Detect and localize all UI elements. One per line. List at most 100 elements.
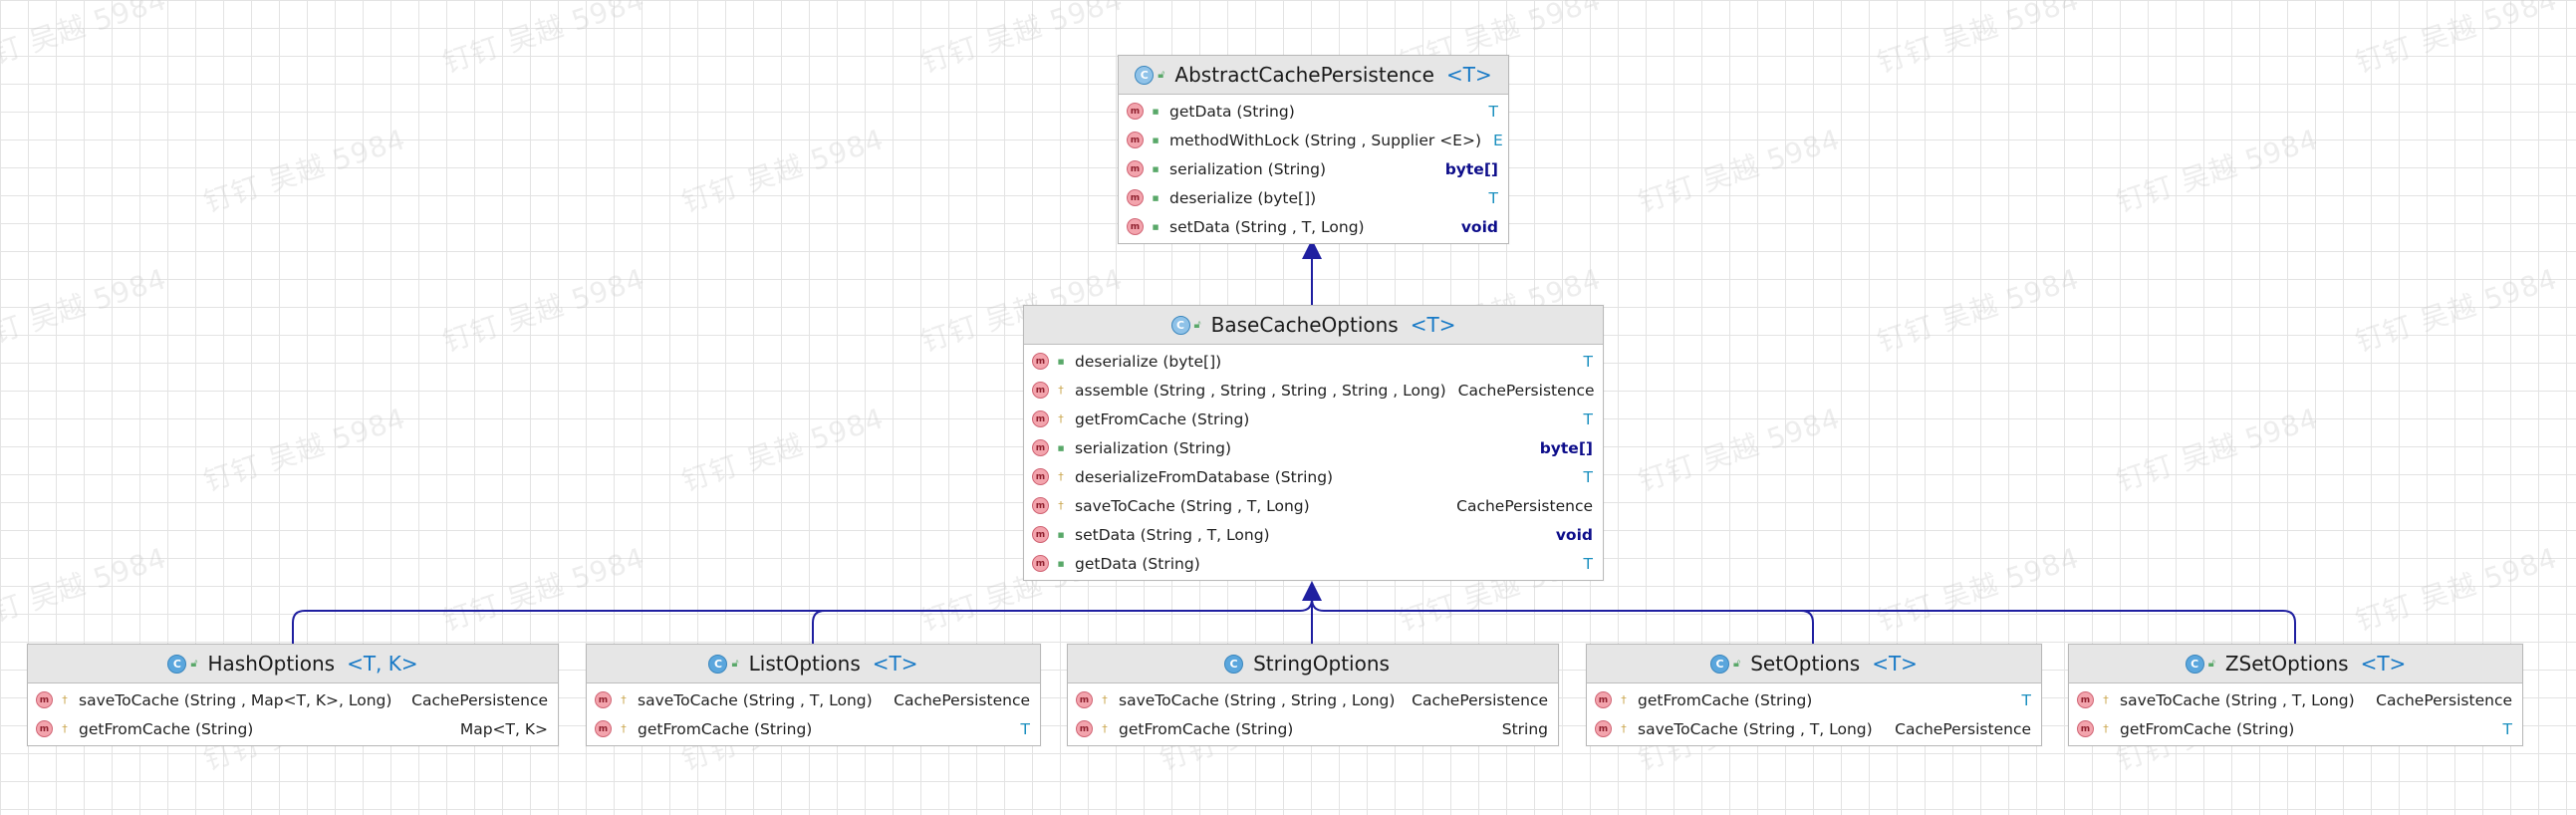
method-row[interactable]: m†saveToCache (String , T, Long)CachePer… bbox=[1024, 491, 1603, 520]
method-icon: m bbox=[1595, 691, 1612, 708]
method-row[interactable]: m■getData (String)T bbox=[1119, 97, 1508, 126]
method-row[interactable]: m†assemble (String , String , String , S… bbox=[1024, 376, 1603, 405]
method-row[interactable]: m†getFromCache (String)T bbox=[1024, 405, 1603, 433]
method-signature: getData (String) bbox=[1075, 554, 1200, 573]
method-return-type: T bbox=[1488, 102, 1498, 121]
method-return-type: T bbox=[1488, 188, 1498, 207]
methods-list: m†saveToCache (String , String , Long)Ca… bbox=[1068, 683, 1558, 745]
method-return-type: T bbox=[1583, 352, 1593, 371]
protected-visibility-icon: † bbox=[1102, 693, 1108, 706]
method-signature: deserialize (byte[]) bbox=[1075, 352, 1222, 371]
class-icon: C bbox=[708, 654, 728, 674]
method-row[interactable]: m†getFromCache (String)String bbox=[1068, 714, 1558, 743]
method-icon: m bbox=[1127, 218, 1144, 235]
method-return-type: CachePersistence bbox=[2376, 690, 2512, 709]
method-row[interactable]: m■methodWithLock (String , Supplier <E>)… bbox=[1119, 126, 1508, 154]
protected-visibility-icon: † bbox=[1102, 722, 1108, 735]
method-icon: m bbox=[2077, 691, 2094, 708]
class-zset-options[interactable]: C 🔓︎ ZSetOptions <T> m†saveToCache (Stri… bbox=[2068, 644, 2523, 746]
method-icon: m bbox=[1032, 439, 1049, 456]
method-row[interactable]: m†deserializeFromDatabase (String)T bbox=[1024, 462, 1603, 491]
method-icon: m bbox=[1127, 132, 1144, 148]
protected-visibility-icon: † bbox=[1058, 470, 1064, 483]
method-icon: m bbox=[1076, 691, 1093, 708]
abstract-class-icon: C bbox=[1135, 65, 1155, 85]
method-signature: serialization (String) bbox=[1169, 159, 1327, 178]
method-signature: getFromCache (String) bbox=[1119, 719, 1294, 738]
method-icon: m bbox=[1032, 526, 1049, 543]
method-signature: setData (String , T, Long) bbox=[1075, 525, 1270, 544]
method-signature: saveToCache (String , T, Long) bbox=[2120, 690, 2355, 709]
class-name: AbstractCachePersistence bbox=[1174, 63, 1434, 87]
method-row[interactable]: m†saveToCache (String , String , Long)Ca… bbox=[1068, 685, 1558, 714]
methods-list: m†saveToCache (String , Map<T, K>, Long)… bbox=[28, 683, 558, 745]
method-row[interactable]: m■deserialize (byte[])T bbox=[1119, 183, 1508, 212]
method-row[interactable]: m■deserialize (byte[])T bbox=[1024, 347, 1603, 376]
method-icon: m bbox=[1032, 555, 1049, 572]
method-row[interactable]: m■setData (String , T, Long)void bbox=[1024, 520, 1603, 549]
method-icon: m bbox=[595, 691, 612, 708]
class-base-cache-options[interactable]: C 🔓︎ BaseCacheOptions <T> m■deserialize … bbox=[1023, 305, 1604, 581]
method-return-type: T bbox=[1583, 554, 1593, 573]
method-return-type: String bbox=[1501, 719, 1548, 738]
method-row[interactable]: m†saveToCache (String , T, Long)CachePer… bbox=[2069, 685, 2522, 714]
method-icon: m bbox=[1127, 103, 1144, 120]
method-row[interactable]: m■setData (String , T, Long)void bbox=[1119, 212, 1508, 241]
type-params: <T> bbox=[1445, 63, 1492, 87]
method-icon: m bbox=[1032, 382, 1049, 399]
method-row[interactable]: m†getFromCache (String)T bbox=[587, 714, 1040, 743]
method-signature: getFromCache (String) bbox=[79, 719, 254, 738]
type-params: <T> bbox=[1872, 652, 1918, 676]
class-icon: C bbox=[1224, 654, 1244, 674]
type-params: <T> bbox=[2360, 652, 2407, 676]
class-header: C 🔓︎ AbstractCachePersistence <T> bbox=[1119, 56, 1508, 95]
method-row[interactable]: m†getFromCache (String)Map<T, K> bbox=[28, 714, 558, 743]
method-row[interactable]: m†saveToCache (String , T, Long)CachePer… bbox=[1587, 714, 2041, 743]
method-icon: m bbox=[1032, 410, 1049, 427]
method-signature: methodWithLock (String , Supplier <E>) bbox=[1169, 131, 1482, 149]
method-return-type: Map<T, K> bbox=[459, 719, 548, 738]
class-string-options[interactable]: C StringOptions m † saveToCache (String , … bbox=[1067, 644, 1559, 746]
method-return-type: T bbox=[1020, 719, 1030, 738]
method-signature: setData (String , T, Long) bbox=[1169, 217, 1365, 236]
method-signature: deserializeFromDatabase (String) bbox=[1075, 467, 1334, 486]
class-icon: C bbox=[2185, 654, 2204, 674]
public-visibility-icon: 🔓︎ bbox=[190, 657, 198, 670]
method-icon: m bbox=[1032, 497, 1049, 514]
class-hash-options[interactable]: C 🔓︎ HashOptions <T, K> m†saveToCache (S… bbox=[27, 644, 559, 746]
method-signature: saveToCache (String , String , Long) bbox=[1119, 690, 1396, 709]
class-header: C StringOptions bbox=[1068, 645, 1558, 683]
protected-visibility-icon: † bbox=[1058, 499, 1064, 512]
method-return-type: E bbox=[1493, 131, 1503, 149]
method-return-type: byte[] bbox=[1539, 438, 1593, 457]
type-params: <T> bbox=[872, 652, 918, 676]
method-return-type: void bbox=[1555, 525, 1593, 544]
public-visibility-icon: ■ bbox=[1057, 559, 1065, 568]
method-signature: getFromCache (String) bbox=[1638, 690, 1813, 709]
method-icon: m bbox=[2077, 720, 2094, 737]
class-set-options[interactable]: C 🔓︎ SetOptions <T> m†getFromCache (Stri… bbox=[1586, 644, 2042, 746]
method-return-type: CachePersistence bbox=[1457, 381, 1595, 400]
method-row[interactable]: m†saveToCache (String , T, Long)CachePer… bbox=[587, 685, 1040, 714]
type-params: <T, K> bbox=[347, 652, 418, 676]
method-return-type: T bbox=[1583, 467, 1593, 486]
class-header: C 🔓︎ HashOptions <T, K> bbox=[28, 645, 558, 683]
edge-bus bbox=[292, 598, 2296, 644]
method-row[interactable]: m ■ getData (String) T bbox=[1024, 549, 1603, 578]
method-row[interactable]: m†getFromCache (String)T bbox=[1587, 685, 2041, 714]
class-name: StringOptions bbox=[1253, 652, 1390, 676]
protected-visibility-icon: † bbox=[621, 693, 627, 706]
class-icon: C bbox=[1710, 654, 1730, 674]
method-signature: deserialize (byte[]) bbox=[1169, 188, 1317, 207]
method-row[interactable]: m†getFromCache (String)T bbox=[2069, 714, 2522, 743]
method-row[interactable]: m†saveToCache (String , Map<T, K>, Long)… bbox=[28, 685, 558, 714]
method-row[interactable]: m■serialization (String)byte[] bbox=[1024, 433, 1603, 462]
protected-visibility-icon: † bbox=[1058, 412, 1064, 425]
methods-list: m†saveToCache (String , T, Long)CachePer… bbox=[587, 683, 1040, 745]
public-visibility-icon: ■ bbox=[1152, 193, 1159, 202]
method-return-type: CachePersistence bbox=[411, 690, 548, 709]
class-list-options[interactable]: C 🔓︎ ListOptions <T> m†saveToCache (Stri… bbox=[586, 644, 1041, 746]
class-abstract-cache-persistence[interactable]: C 🔓︎ AbstractCachePersistence <T> m■getD… bbox=[1118, 55, 1509, 244]
method-row[interactable]: m■serialization (String)byte[] bbox=[1119, 154, 1508, 183]
